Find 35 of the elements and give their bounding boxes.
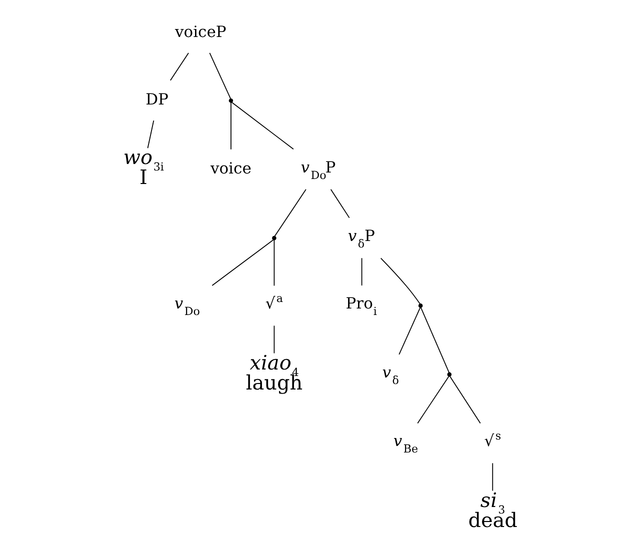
node-text: √$^{s}$ [484, 430, 502, 450]
connector [398, 307, 421, 355]
node-text: v$_{Be}$ [393, 432, 418, 456]
connector [209, 52, 232, 100]
connector [449, 376, 481, 424]
node-text: v$_{δ}$ [382, 363, 399, 387]
connector [147, 120, 154, 149]
connector [330, 188, 350, 218]
connector [361, 258, 362, 286]
connector [492, 462, 494, 492]
connector [274, 325, 275, 354]
connector [274, 188, 306, 237]
node-text: √$^{a}$ [265, 292, 284, 313]
connector [230, 102, 232, 150]
node-point [228, 98, 234, 103]
connector [231, 102, 294, 150]
node-point [418, 304, 423, 308]
node-text: xiao$_{4}$ laugh [246, 350, 303, 394]
node-text: si$_{3}$ dead [468, 488, 518, 532]
connector [212, 239, 274, 286]
node-point [447, 372, 452, 377]
node-point [272, 236, 276, 240]
node-text: v$_{Do}$ [174, 294, 200, 318]
connector [420, 307, 450, 374]
connector [417, 376, 450, 424]
node-text: Pro$_{i}$ [346, 294, 377, 318]
connector [170, 52, 189, 81]
node-text: voiceP [174, 23, 226, 42]
connector [274, 239, 275, 286]
connector [380, 258, 421, 305]
node-text: DP [146, 90, 168, 109]
node-text: wo$_{3i}$ I [123, 145, 164, 190]
node-text: v$_{δ}$P [348, 227, 376, 251]
node-text: v$_{Do}$P [300, 158, 336, 182]
node-text: voice [210, 159, 252, 178]
